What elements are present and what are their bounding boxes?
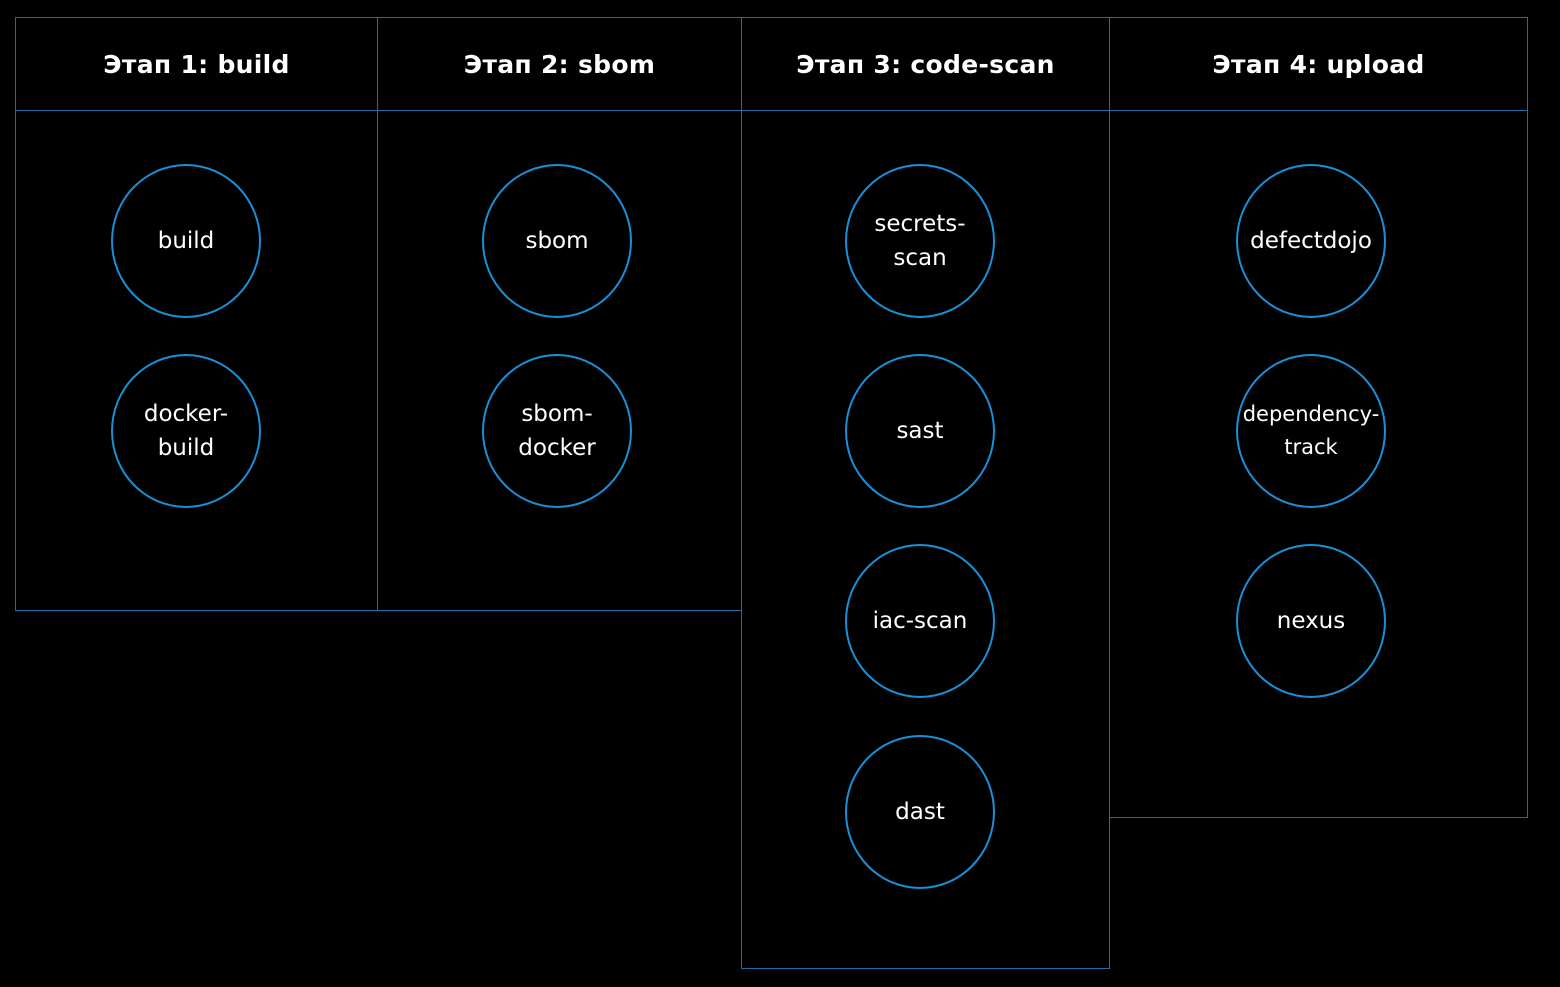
job-dast[interactable]: dast — [845, 735, 995, 889]
stage-build: Этап 1: build build docker- build — [15, 17, 378, 611]
job-secrets-scan[interactable]: secrets- scan — [845, 164, 995, 318]
stage-title: Этап 3: code-scan — [742, 18, 1109, 111]
job-sbom-docker[interactable]: sbom- docker — [482, 354, 632, 508]
job-defectdojo[interactable]: defectdojo — [1236, 164, 1386, 318]
job-sast[interactable]: sast — [845, 354, 995, 508]
stage-sbom: Этап 2: sbom sbom sbom- docker — [377, 17, 742, 611]
job-iac-scan[interactable]: iac-scan — [845, 544, 995, 698]
stage-title: Этап 2: sbom — [378, 18, 741, 111]
stage-title: Этап 4: upload — [1110, 18, 1527, 111]
job-docker-build[interactable]: docker- build — [111, 354, 261, 508]
stage-title: Этап 1: build — [16, 18, 377, 111]
stage-code-scan: Этап 3: code-scan secrets- scan sast iac… — [741, 17, 1110, 969]
job-dependency-track[interactable]: dependency- track — [1236, 354, 1386, 508]
stage-upload: Этап 4: upload defectdojo dependency- tr… — [1109, 17, 1528, 818]
job-sbom[interactable]: sbom — [482, 164, 632, 318]
job-nexus[interactable]: nexus — [1236, 544, 1386, 698]
job-build[interactable]: build — [111, 164, 261, 318]
